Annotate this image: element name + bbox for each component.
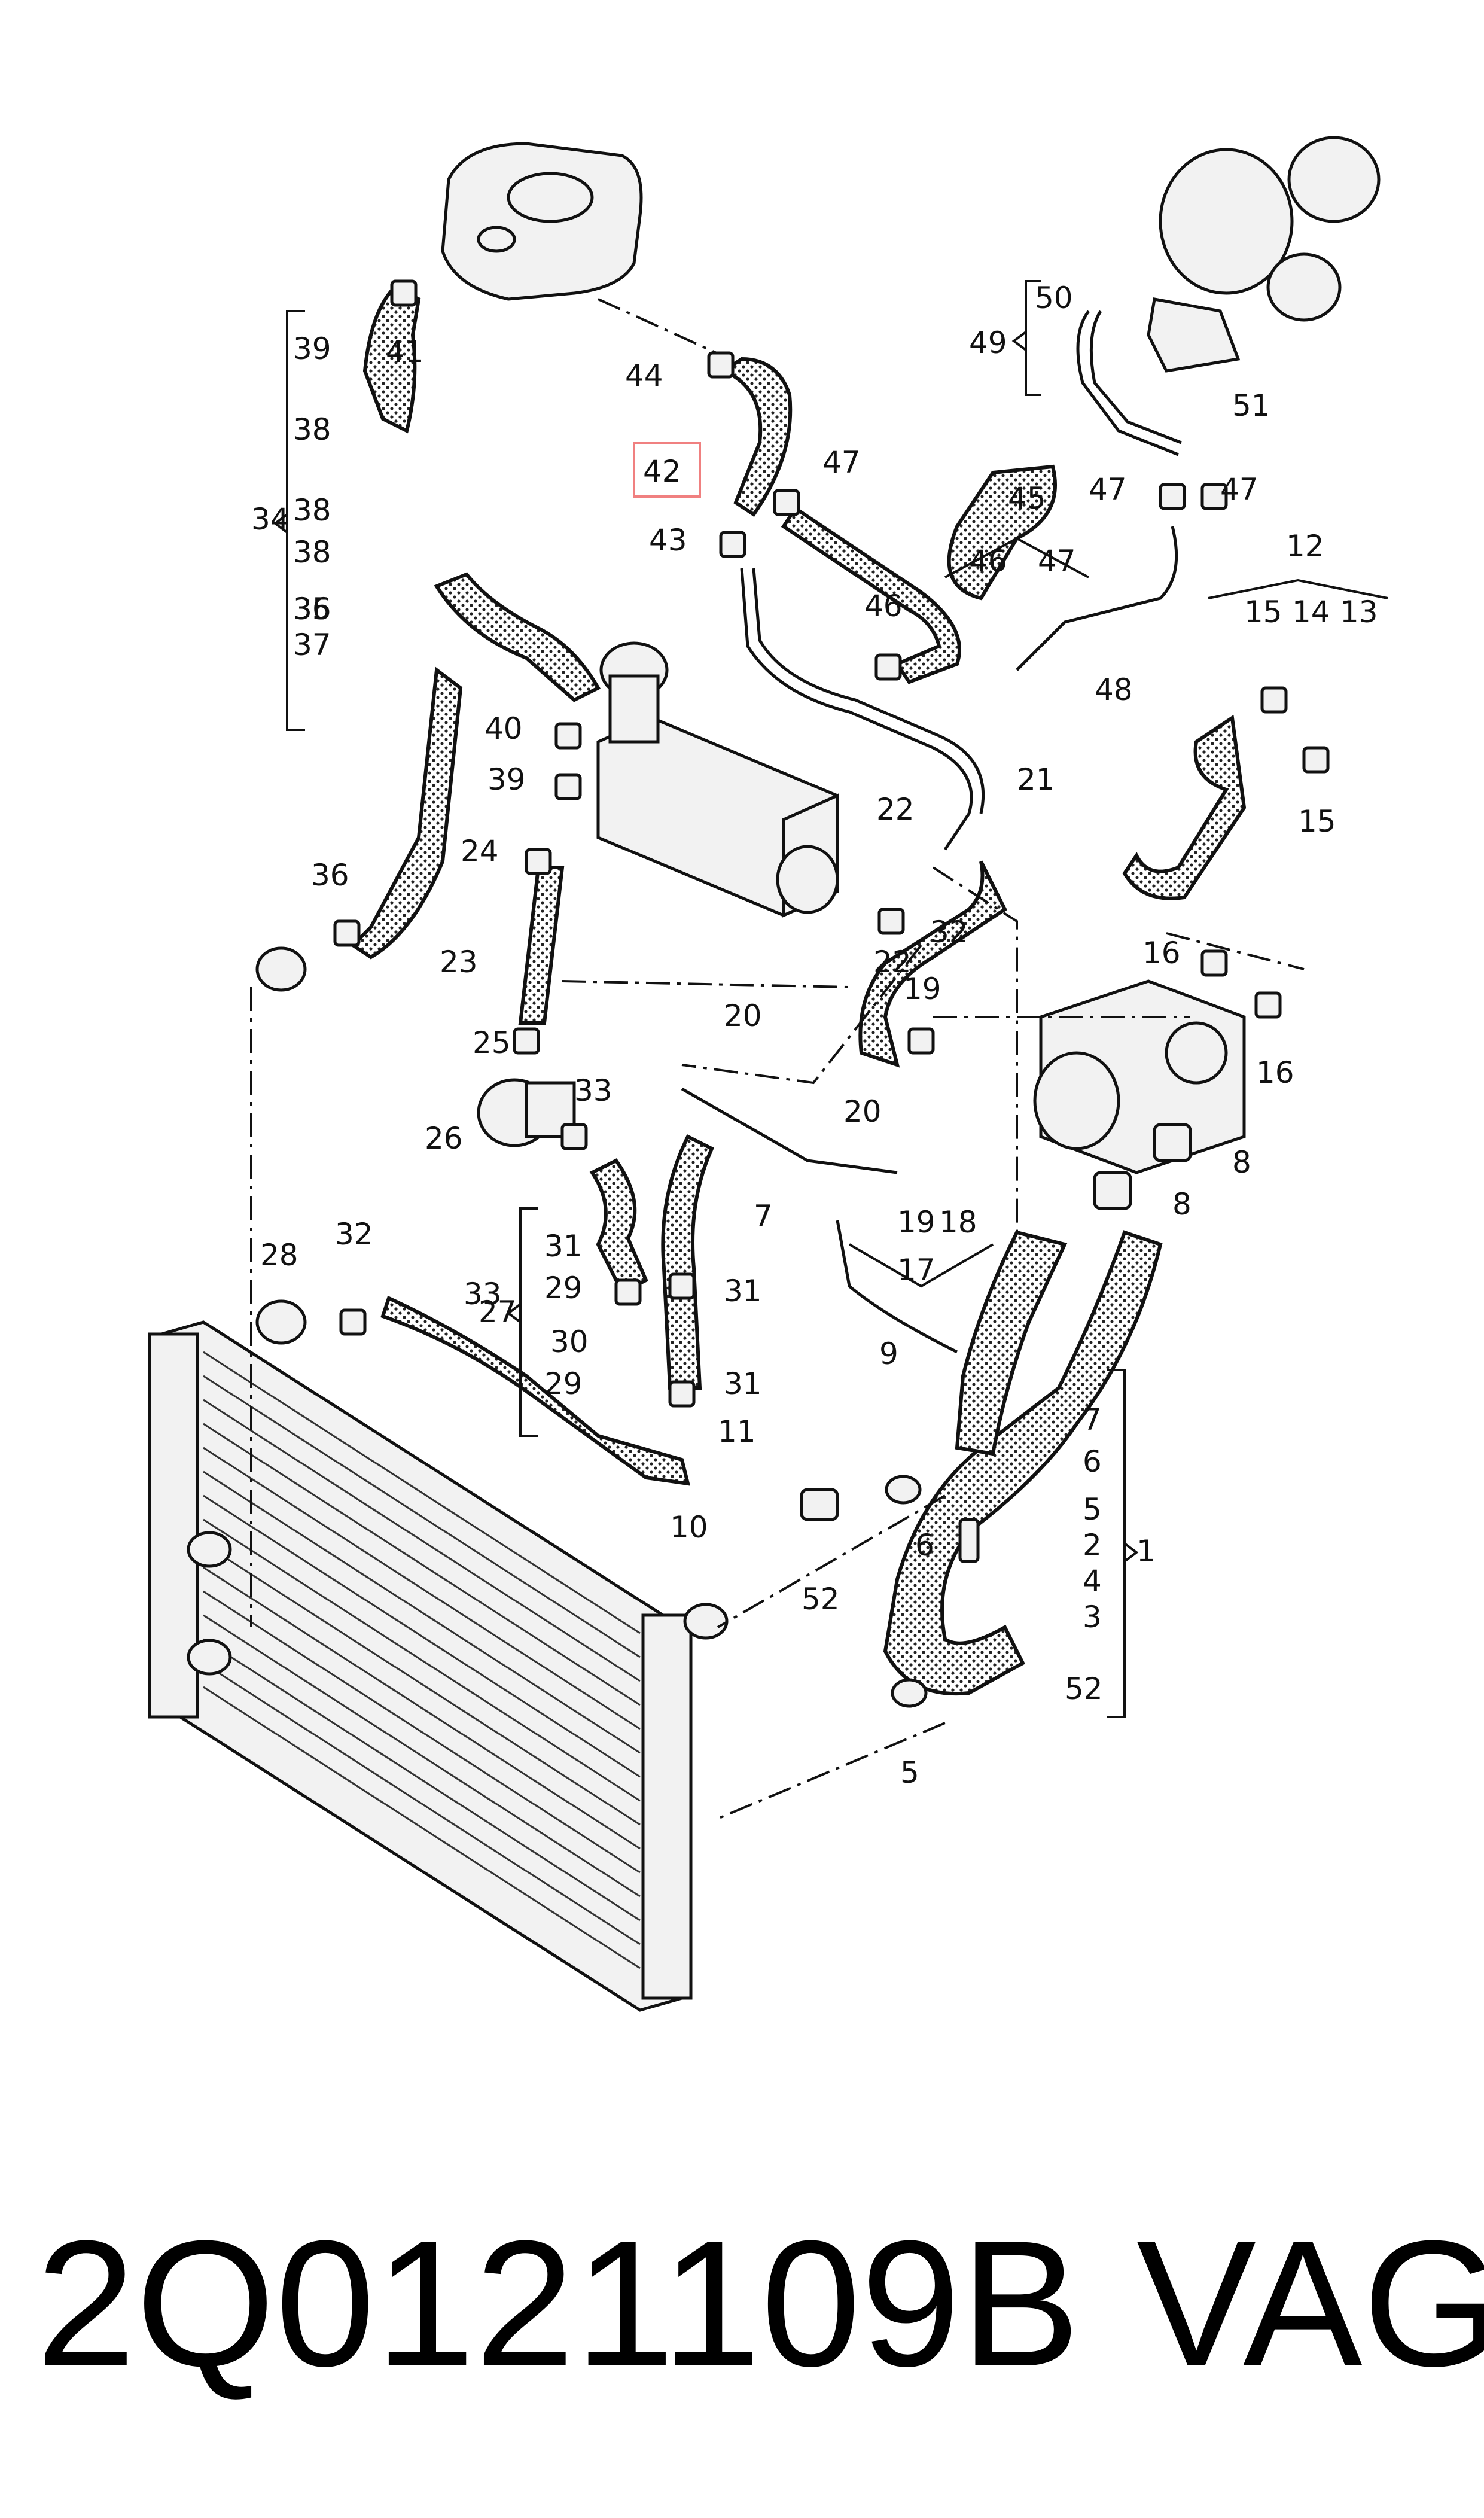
callout: 5 (900, 1755, 919, 1790)
callout: 13 (1340, 595, 1378, 629)
connection-lines (250, 298, 1305, 1820)
callout: 6 (1083, 1444, 1102, 1479)
callout: 24 (461, 834, 499, 869)
callout: 38 (293, 535, 331, 570)
callout: 38 (293, 412, 331, 447)
callout: 38 (293, 493, 331, 528)
callout-labels: 1 2 3 4 5 5 6 6 7 7 8 8 9 10 11 12 13 14… (251, 281, 1378, 1790)
callout: 33 (464, 1277, 502, 1311)
callout: 3 (1083, 1600, 1102, 1634)
callout: 17 (897, 1253, 936, 1287)
callout: 25 (473, 1025, 511, 1060)
callout: 19 (903, 972, 941, 1006)
radiator (148, 1320, 729, 2012)
egr-cooler (596, 641, 839, 918)
callout: 51 (1232, 388, 1270, 423)
callout: 5 (1083, 1492, 1102, 1527)
callout: 20 (724, 998, 762, 1033)
callout: 1 (1136, 1534, 1156, 1569)
callout: 43 (649, 523, 687, 558)
callout: 46 (969, 544, 1007, 578)
brand-name: VAG (1136, 2203, 1484, 2404)
callout: 36 (293, 592, 331, 626)
callout: 8 (1172, 1187, 1192, 1222)
callout: 15 (1244, 595, 1282, 629)
callout: 34 (251, 502, 290, 537)
callout: 4 (1083, 1564, 1102, 1599)
callout: 44 (625, 358, 663, 393)
callout: 28 (260, 1238, 298, 1272)
highlight-box (633, 442, 701, 498)
callout: 52 (802, 1582, 840, 1616)
callout: 45 (1008, 481, 1046, 516)
group-brackets (273, 280, 1388, 1718)
clips (255, 279, 1330, 1708)
pipes (681, 310, 1182, 1354)
expansion-tank (441, 142, 643, 301)
callout: 47 (1220, 472, 1258, 507)
part-number: 2Q0121109B (36, 2203, 1080, 2404)
thermostat-housing (1033, 979, 1246, 1174)
turbocharger (1147, 136, 1381, 373)
callout: 47 (822, 445, 861, 480)
callout: 46 (864, 589, 903, 623)
callout: 31 (544, 1229, 583, 1263)
callout: 42 (643, 454, 681, 489)
callout: 47 (1038, 544, 1076, 578)
callout: 47 (1089, 472, 1127, 507)
callout: 50 (1035, 281, 1073, 315)
callout: 15 (1298, 804, 1336, 839)
callout: 12 (1286, 529, 1324, 564)
callout: 23 (440, 945, 478, 979)
callout: 22 (876, 792, 915, 827)
callout: 48 (1095, 672, 1133, 707)
callout: 26 (425, 1121, 463, 1156)
callout: 31 (724, 1366, 762, 1401)
callout: 36 (311, 858, 349, 893)
callout: 19 (897, 1205, 936, 1240)
callout: 6 (915, 1528, 934, 1563)
callout: 31 (724, 1274, 762, 1308)
callout: 27 (479, 1295, 517, 1329)
callout: 16 (1256, 1055, 1294, 1090)
callout: 10 (670, 1510, 708, 1545)
callout: 18 (939, 1205, 977, 1240)
hoses (350, 285, 1247, 1696)
callout: 39 (293, 331, 331, 366)
callout: 39 (487, 762, 526, 797)
callout: 40 (484, 711, 523, 746)
callout: 2 (1083, 1528, 1102, 1563)
callout: 7 (754, 1199, 773, 1234)
callout: 11 (718, 1414, 756, 1449)
callout: 52 (1065, 1671, 1103, 1706)
callout: 32 (335, 1217, 373, 1252)
callout: 30 (550, 1325, 589, 1359)
callout: 9 (879, 1336, 898, 1371)
callout: 29 (544, 1271, 583, 1305)
callout: 32 (930, 915, 968, 949)
callout: 7 (1083, 1402, 1102, 1437)
auxiliary-pump (477, 1078, 576, 1147)
callout: 29 (544, 1366, 583, 1401)
callout: 49 (969, 325, 1007, 360)
callout: 20 (843, 1094, 882, 1129)
callout: 14 (1292, 595, 1330, 629)
callout: 41 (386, 334, 424, 369)
callout: 8 (1232, 1145, 1251, 1180)
callout: 21 (1017, 762, 1055, 797)
callout: 22 (873, 945, 912, 979)
callout: 16 (1142, 936, 1181, 970)
callout: 35 (293, 592, 331, 626)
callout: 37 (293, 628, 331, 662)
callout: 33 (574, 1073, 613, 1108)
